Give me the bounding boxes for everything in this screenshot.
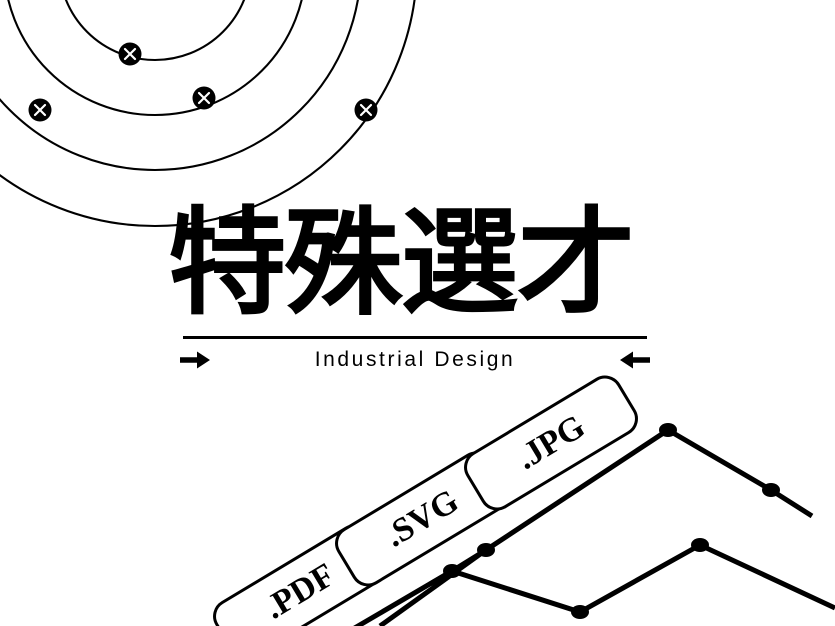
title-block: 特殊選才 Industrial Design — [168, 206, 668, 371]
orbit-arc-group — [0, 0, 416, 227]
page-subtitle: Industrial Design — [314, 348, 516, 371]
arrow-left-icon — [620, 351, 650, 369]
page-title: 特殊選才 — [168, 196, 635, 331]
orbit-node-3 — [28, 98, 52, 122]
arrow-right-icon — [180, 351, 210, 369]
title-divider — [183, 336, 647, 339]
orbit-node-2 — [192, 86, 216, 110]
orbit-node-group — [28, 42, 378, 122]
path-dot-5 — [571, 605, 589, 619]
path-dot-3 — [659, 423, 677, 437]
file-card-jpg-body — [464, 375, 638, 511]
node-polyline-c — [378, 547, 488, 626]
orbit-arc-1 — [64, 0, 246, 62]
path-dot-2 — [477, 543, 495, 557]
file-card-group: .PDF .SVG .JPG — [213, 371, 643, 626]
orbit-arc-4 — [0, 0, 416, 227]
subtitle-row: Industrial Design — [180, 346, 650, 374]
path-dot-1 — [443, 564, 461, 578]
orbit-node-1 — [118, 42, 142, 66]
path-dot-6 — [691, 538, 709, 552]
path-dot-4 — [762, 483, 780, 497]
orbit-node-4 — [354, 98, 378, 122]
orbit-arc-3 — [0, 0, 359, 171]
orbit-arc-2 — [7, 0, 303, 117]
file-card-jpg[interactable]: .JPG — [460, 371, 643, 515]
node-path-dots — [443, 423, 780, 619]
